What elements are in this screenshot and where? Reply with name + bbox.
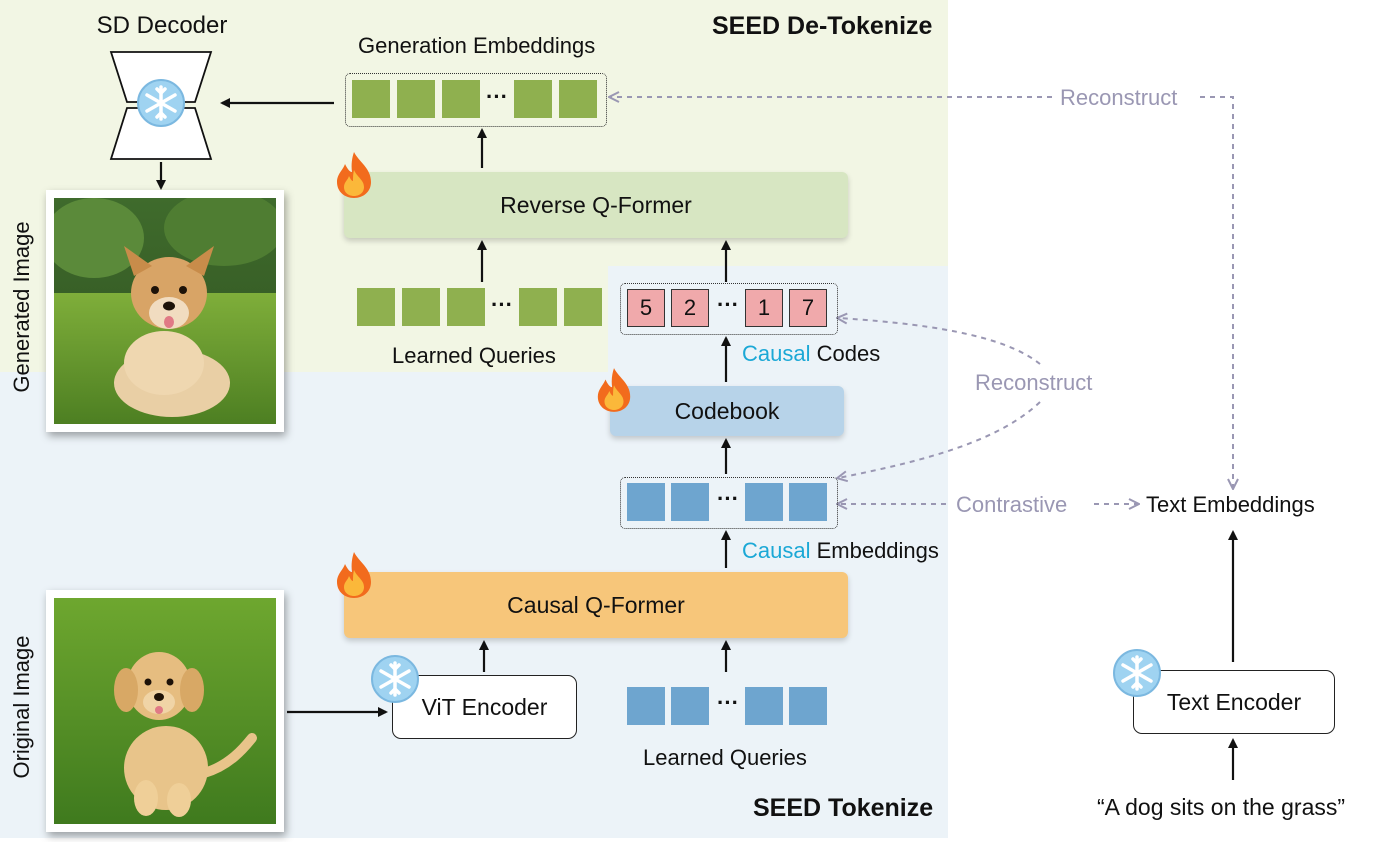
dash-reconstruct-mid-down bbox=[838, 401, 1041, 478]
generated-dog-picture bbox=[54, 198, 276, 424]
causal-codes-label: Causal Codes bbox=[742, 341, 880, 367]
detokenize-title: SEED De-Tokenize bbox=[712, 12, 933, 40]
tokenize-title: SEED Tokenize bbox=[753, 794, 934, 822]
causal-word: Causal bbox=[742, 341, 811, 366]
causal-qformer-label: Causal Q-Former bbox=[507, 591, 685, 618]
causal-code-token: 2 bbox=[671, 289, 709, 327]
learned-query-token bbox=[357, 288, 395, 326]
fire-icon bbox=[597, 368, 631, 412]
original-image-label: Original Image bbox=[9, 635, 34, 779]
learned-query-token bbox=[745, 687, 783, 725]
embeddings-word: Embeddings bbox=[810, 538, 939, 563]
causal-embeddings-label: Causal Embeddings bbox=[742, 538, 939, 564]
dash-reconstruct-mid-up bbox=[838, 318, 1041, 365]
causal-embeddings-frame bbox=[620, 477, 838, 529]
learned-query-token bbox=[447, 288, 485, 326]
snowflake-icon bbox=[1113, 649, 1161, 697]
generated-image-label: Generated Image bbox=[9, 221, 34, 393]
causal-code-token: 7 bbox=[789, 289, 827, 327]
causal-embedding-token bbox=[745, 483, 783, 521]
gen-token bbox=[442, 80, 480, 118]
text-embeddings-label: Text Embeddings bbox=[1146, 492, 1315, 517]
text-encoder-module: Text Encoder bbox=[1133, 670, 1335, 734]
caption-text: “A dog sits on the grass” bbox=[1097, 794, 1346, 820]
learned-queries-top-label: Learned Queries bbox=[392, 343, 556, 368]
causal-embedding-token bbox=[627, 483, 665, 521]
dash-reconstruct-top-right bbox=[1200, 96, 1233, 488]
gen-token bbox=[397, 80, 435, 118]
learned-query-token bbox=[564, 288, 602, 326]
reverse-qformer-label: Reverse Q-Former bbox=[500, 191, 692, 218]
codes-word: Codes bbox=[810, 341, 881, 366]
snowflake-icon bbox=[137, 79, 185, 127]
reconstruct-top-label: Reconstruct bbox=[1060, 85, 1178, 110]
learned-queries-ellipsis: ··· bbox=[491, 292, 513, 317]
causal-codes-frame bbox=[620, 283, 838, 335]
snowflake-icon bbox=[371, 655, 419, 703]
sd-decoder-shape bbox=[109, 51, 213, 160]
generation-embeddings-frame bbox=[345, 73, 607, 127]
causal-embedding-token bbox=[789, 483, 827, 521]
causal-code-token: 5 bbox=[627, 289, 665, 327]
reverse-qformer-module: Reverse Q-Former bbox=[344, 172, 848, 238]
text-encoder-label: Text Encoder bbox=[1166, 688, 1302, 715]
generated-image bbox=[46, 190, 284, 432]
learned-query-token bbox=[671, 687, 709, 725]
original-dog-picture bbox=[54, 598, 276, 824]
fire-icon bbox=[337, 152, 371, 198]
learned-query-token bbox=[627, 687, 665, 725]
generation-embeddings-label: Generation Embeddings bbox=[358, 33, 596, 58]
learned-query-token bbox=[402, 288, 440, 326]
sd-decoder-label: SD Decoder bbox=[96, 12, 228, 39]
causal-qformer-module: Causal Q-Former bbox=[344, 572, 848, 638]
original-image bbox=[46, 590, 284, 832]
fire-icon bbox=[337, 552, 371, 598]
vit-encoder-label: ViT Encoder bbox=[421, 693, 548, 720]
causal-word: Causal bbox=[742, 538, 811, 563]
original-image-label-wrap: Original Image bbox=[2, 600, 42, 812]
causal-embedding-token bbox=[671, 483, 709, 521]
gen-token bbox=[559, 80, 597, 118]
learned-queries-bottom-ellipsis: ··· bbox=[717, 690, 739, 715]
reconstruct-mid-label: Reconstruct bbox=[975, 370, 1093, 395]
codebook-label: Codebook bbox=[674, 397, 780, 424]
vit-encoder-module: ViT Encoder bbox=[392, 675, 577, 739]
causal-embeddings-ellipsis: ··· bbox=[717, 486, 739, 511]
gen-token bbox=[352, 80, 390, 118]
gen-ellipsis: ··· bbox=[486, 84, 508, 109]
learned-query-token bbox=[789, 687, 827, 725]
gen-token bbox=[514, 80, 552, 118]
generated-image-label-wrap: Generated Image bbox=[2, 204, 42, 414]
causal-code-token: 1 bbox=[745, 289, 783, 327]
causal-codes-ellipsis: ··· bbox=[717, 292, 739, 317]
codebook-module: Codebook bbox=[610, 386, 844, 436]
learned-queries-bottom-label: Learned Queries bbox=[643, 745, 807, 770]
contrastive-label: Contrastive bbox=[956, 492, 1068, 517]
learned-query-token bbox=[519, 288, 557, 326]
